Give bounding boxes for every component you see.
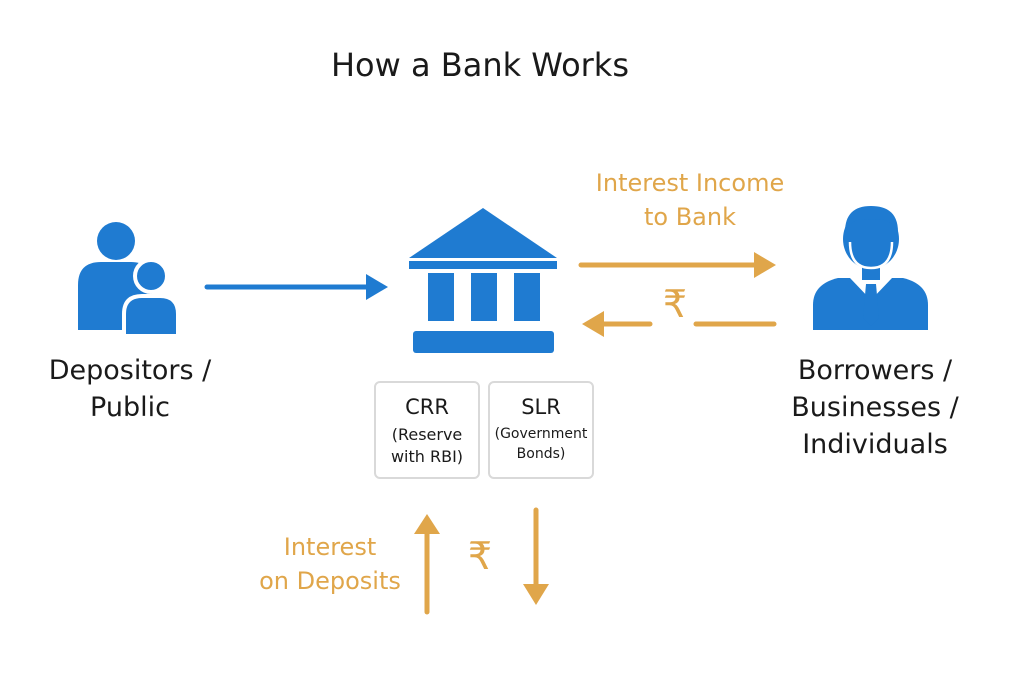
rupee-icon: ₹ — [662, 282, 688, 326]
deposit-arrow — [204, 274, 388, 300]
interest-income-label-line1: Interest Income — [595, 169, 785, 197]
loan-arrow — [578, 252, 776, 278]
crr-desc-line2: with RBI) — [390, 447, 464, 466]
rupee-icon: ₹ — [467, 534, 493, 578]
interest-income-label-line2: to Bank — [643, 203, 736, 231]
bank-building-icon — [409, 208, 557, 353]
borrowers-label-line3: Individuals — [802, 429, 948, 460]
repayment-arrow — [582, 311, 777, 337]
page-title: How a Bank Works — [330, 46, 629, 84]
slr-desc-line1: (Government — [494, 426, 588, 442]
interest-deposits-label-line2: on Deposits — [259, 567, 401, 595]
crr-desc-line1: (Reserve — [391, 425, 463, 444]
funds-down-arrow — [523, 507, 549, 605]
borrowers-label-line2: Businesses / — [791, 392, 959, 423]
borrowers-label-line1: Borrowers / — [797, 355, 953, 386]
crr-box: CRR (Reserve with RBI) — [374, 381, 480, 479]
slr-title: SLR — [521, 395, 561, 419]
slr-box: SLR (Government Bonds) — [488, 381, 594, 479]
businessman-icon — [813, 206, 928, 330]
slr-desc-line2: Bonds) — [516, 446, 566, 462]
depositors-label-line1: Depositors / — [48, 355, 212, 386]
family-icon — [78, 222, 180, 338]
interest-up-arrow — [414, 514, 440, 615]
depositors-label-line2: Public — [90, 392, 170, 423]
crr-title: CRR — [405, 395, 449, 419]
interest-deposits-label-line1: Interest — [283, 533, 377, 561]
